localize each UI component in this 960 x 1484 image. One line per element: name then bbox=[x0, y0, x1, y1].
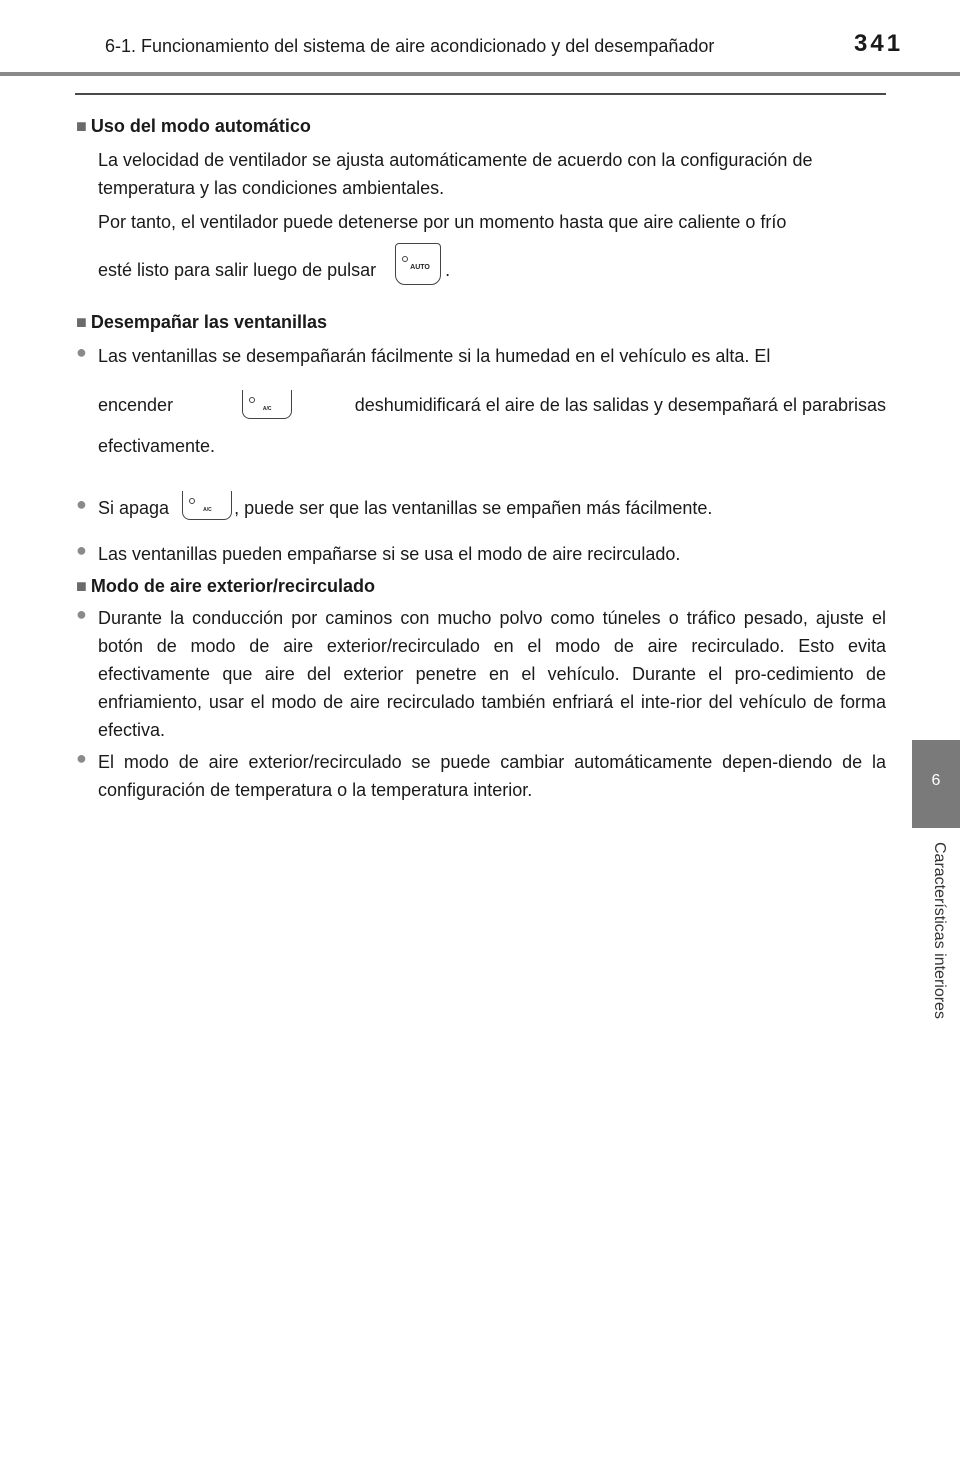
heading-text: Modo de aire exterior/recirculado bbox=[90, 576, 375, 596]
list-item-text: Si apaga bbox=[98, 498, 170, 518]
header-title: 6-1. Funcionamiento del sistema de aire … bbox=[105, 36, 715, 56]
paragraph-line: Por tanto, el ventilador puede detenerse… bbox=[98, 212, 787, 232]
list-item: Durante la conducción por caminos con mu… bbox=[98, 608, 886, 740]
section-divider bbox=[75, 93, 886, 95]
ac-button-icon: A/C bbox=[182, 490, 233, 520]
ac-button-label: A/C bbox=[203, 506, 212, 513]
list-item-text: encender bbox=[98, 394, 174, 415]
square-bullet-icon: ■ bbox=[76, 116, 87, 136]
list-item-line: efectivamente. bbox=[98, 436, 216, 456]
list-item-line-with-button: encender A/C deshumidificará el aire de … bbox=[98, 390, 886, 419]
chapter-number: 6 bbox=[931, 772, 941, 789]
indicator-icon bbox=[248, 397, 255, 403]
header-divider bbox=[0, 72, 960, 76]
list-item-line: Las ventanillas se desempañarán fácilmen… bbox=[98, 346, 771, 366]
auto-button-icon: AUTO bbox=[395, 243, 442, 286]
indicator-icon bbox=[189, 497, 196, 504]
chapter-label: Características interiores bbox=[931, 842, 948, 1019]
list-item-line-with-button: Si apaga A/C , puede ser que las ventani… bbox=[98, 490, 886, 522]
paragraph-text: esté listo para salir luego de pulsar bbox=[98, 260, 377, 280]
square-bullet-icon: ■ bbox=[76, 576, 87, 596]
list-item-text: deshumidificará el aire de las salidas y… bbox=[354, 394, 886, 415]
heading-auto-mode: ■Uso del modo automático bbox=[76, 116, 311, 137]
page-number: 341 bbox=[854, 30, 904, 57]
paragraph-text: . bbox=[445, 260, 451, 280]
heading-air-mode: ■Modo de aire exterior/recirculado bbox=[76, 576, 375, 597]
paragraph-line-with-button: esté listo para salir luego de pulsar AU… bbox=[98, 243, 886, 286]
heading-defog: ■Desempañar las ventanillas bbox=[76, 312, 327, 333]
auto-button-label: AUTO bbox=[410, 264, 430, 272]
list-item: El modo de aire exterior/recirculado se … bbox=[98, 752, 886, 800]
circle-bullet-icon: ● bbox=[76, 494, 87, 514]
chapter-tab: 6 bbox=[912, 740, 960, 828]
circle-bullet-icon: ● bbox=[76, 604, 87, 624]
list-item-text: , puede ser que las ventanillas se empañ… bbox=[234, 498, 713, 518]
square-bullet-icon: ■ bbox=[76, 312, 87, 332]
circle-bullet-icon: ● bbox=[76, 748, 87, 768]
ac-button-icon: A/C bbox=[241, 390, 292, 419]
indicator-icon bbox=[402, 256, 409, 263]
heading-text: Desempañar las ventanillas bbox=[90, 312, 327, 332]
circle-bullet-icon: ● bbox=[76, 342, 87, 362]
heading-text: Uso del modo automático bbox=[90, 116, 311, 136]
paragraph: La velocidad de ventilador se ajusta aut… bbox=[98, 150, 813, 198]
list-item: Las ventanillas pueden empañarse si se u… bbox=[98, 544, 681, 564]
circle-bullet-icon: ● bbox=[76, 540, 87, 560]
ac-button-label: A/C bbox=[262, 406, 272, 412]
